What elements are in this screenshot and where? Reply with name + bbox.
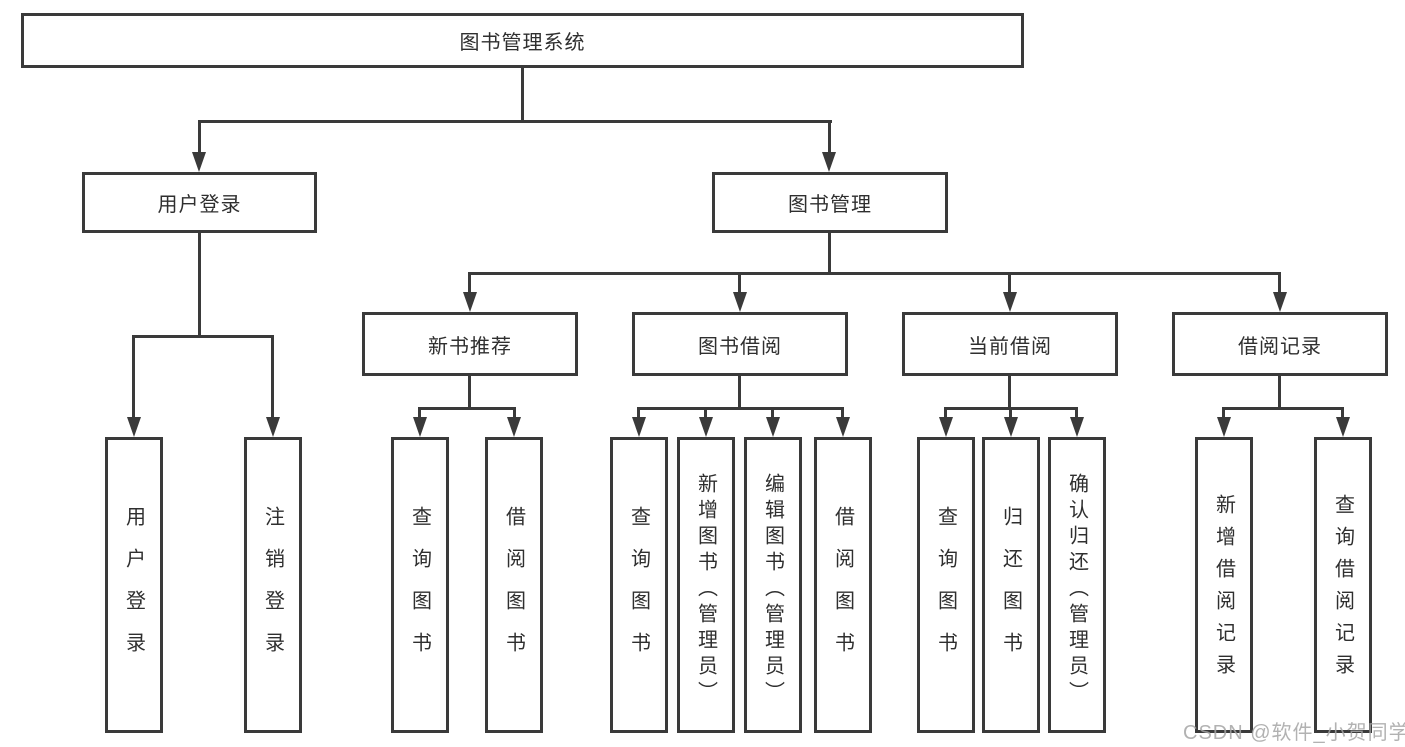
arrow-down-icon [766,417,780,437]
arrow-down-icon [939,417,953,437]
connector-drop [1009,407,1012,422]
connector-userlogin-stem [198,233,201,335]
arrow-down-icon [1004,417,1018,437]
node-label: 用户登录 [157,194,242,216]
node-leaf-bb-add-books-admin: 新增图书（管理员） [677,437,735,733]
node-leaf-cb-query-books: 查询图书 [917,437,975,733]
node-leaf-cb-confirm-return-admin: 确认归还（管理员） [1048,437,1106,733]
connector-drop-new-book-rec [468,272,471,297]
node-label: 新书推荐 [428,335,512,358]
node-label: 查询图书 [408,506,431,674]
connector-drop-leaf-logout [271,335,274,422]
connector-drop-user-login [198,120,201,157]
node-leaf-bb-query-books: 查询图书 [610,437,668,733]
node-label: 借阅图书 [502,506,525,674]
node-label: 新增借阅记录 [1212,494,1235,686]
node-label: 当前借阅 [968,335,1052,358]
node-root: 图书管理系统 [21,13,1024,68]
connector-bb-rail [637,407,844,410]
connector-drop [513,407,516,422]
connector-drop [841,407,844,422]
node-leaf-bb-edit-books-admin: 编辑图书（管理员） [744,437,802,733]
node-label: 归还图书 [999,506,1022,674]
connector-bookmgmt-stem [828,233,831,275]
connector-drop [1222,407,1225,422]
node-branch-book-mgmt: 图书管理 [712,172,948,233]
connector-drop-borrow-records [1278,272,1281,297]
connector-drop [637,407,640,422]
node-label: 用户登录 [122,506,145,674]
connector-bb-stem [738,376,741,410]
node-branch-current-borrow: 当前借阅 [902,312,1118,376]
arrow-down-icon [1273,292,1287,312]
connector-drop-current-borrow [1008,272,1011,297]
node-label: 图书管理 [788,194,872,216]
connector-cb-stem [1008,376,1011,410]
node-leaf-bb-borrow-books: 借阅图书 [814,437,872,733]
connector-drop [944,407,947,422]
node-label: 编辑图书（管理员） [761,473,784,707]
arrow-down-icon [1336,417,1350,437]
node-label: 新增图书（管理员） [694,473,717,707]
arrow-down-icon [836,417,850,437]
connector-drop-book-borrow [738,272,741,297]
node-branch-user-login: 用户登录 [82,172,317,233]
connector-root-stem [521,68,524,123]
csdn-watermark: CSDN @软件_小贺同学 [1183,722,1405,744]
node-leaf-br-add-record: 新增借阅记录 [1195,437,1253,733]
node-leaf-br-query-record: 查询借阅记录 [1314,437,1372,733]
arrow-down-icon [1070,417,1084,437]
arrow-down-icon [507,417,521,437]
arrow-down-icon [192,152,206,172]
arrow-down-icon [733,292,747,312]
node-leaf-nbr-borrow-books: 借阅图书 [485,437,543,733]
connector-root-rail [198,120,832,123]
arrow-down-icon [413,417,427,437]
node-label: 图书借阅 [698,335,782,358]
arrow-down-icon [1003,292,1017,312]
connector-nbr-rail [418,407,516,410]
node-branch-borrow-records: 借阅记录 [1172,312,1388,376]
arrow-down-icon [463,292,477,312]
arrow-down-icon [266,417,280,437]
arrow-down-icon [1217,417,1231,437]
node-label: 确认归还（管理员） [1065,473,1088,707]
node-label: 查询图书 [934,506,957,674]
arrow-down-icon [127,417,141,437]
node-leaf-logout: 注销登录 [244,437,302,733]
connector-drop [771,407,774,422]
connector-br-stem [1278,376,1281,410]
node-root-label: 图书管理系统 [459,32,586,54]
connector-userlogin-rail [132,335,274,338]
connector-drop [1075,407,1078,422]
connector-drop [1341,407,1344,422]
node-label: 注销登录 [261,506,284,674]
node-label: 查询图书 [627,506,650,674]
arrow-down-icon [822,152,836,172]
node-label: 查询借阅记录 [1331,494,1354,686]
connector-bookmgmt-rail [468,272,1281,275]
connector-drop [418,407,421,422]
node-branch-book-borrow: 图书借阅 [632,312,848,376]
connector-drop [704,407,707,422]
connector-drop-book-mgmt [828,120,831,157]
node-branch-new-book-rec: 新书推荐 [362,312,578,376]
connector-br-rail [1222,407,1344,410]
node-label: 借阅记录 [1238,335,1322,358]
connector-drop-leaf-user-login [132,335,135,422]
node-label: 借阅图书 [831,506,854,674]
arrow-down-icon [699,417,713,437]
connector-nbr-stem [468,376,471,410]
arrow-down-icon [632,417,646,437]
node-leaf-nbr-query-books: 查询图书 [391,437,449,733]
node-leaf-user-login: 用户登录 [105,437,163,733]
node-leaf-cb-return-books: 归还图书 [982,437,1040,733]
